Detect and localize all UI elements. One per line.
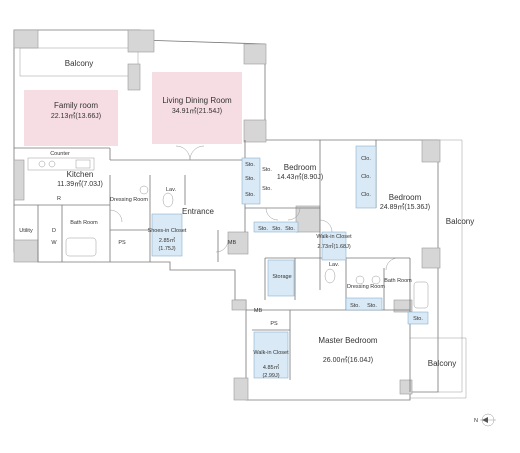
kitchen-label: Kitchen [67,170,94,179]
master-bedroom-label: Master Bedroom [318,336,377,345]
ps-2-label: PS [270,321,278,327]
lav-2-label: Lav. [329,262,339,268]
living-dining-area: 34.91㎡(21.54J) [172,107,222,115]
clo-label: Clo. [361,192,371,198]
sto-label: Sto. [258,226,268,232]
balcony-right-label: Balcony [446,217,474,226]
sto-label: Sto. [262,186,272,192]
compass-icon: N [474,413,496,427]
sto-label: Sto. [413,316,423,322]
interior-walls [14,140,411,392]
living-dining-label: Living Dining Room [162,96,232,105]
walk-in-closet-2-area: 4.85㎡ [263,363,280,371]
sto-label: Sto. [262,167,272,173]
walk-in-closet-1-area: 2.73㎡(1.68J) [317,242,350,250]
top-balcony-outline [19,47,139,77]
walk-in-closet-2-label: Walk-in Closet [253,350,289,356]
utility-label: Utility [19,228,33,234]
sto-label: Sto. [285,226,295,232]
dressing-room-1-label: Dressing Room [110,197,148,203]
walk-in-closet-1-label: Walk-in Closet [316,234,352,240]
sto-label: Sto. [245,162,255,168]
sto-label: Sto. [245,176,255,182]
bedroom-1-area: 14.43㎡(8.90J) [277,173,323,181]
fixtures [27,145,429,309]
sto-label: Sto. [350,303,360,309]
closet-areas [151,145,429,379]
d-mark: D [52,228,56,234]
bedroom-2-area: 24.89㎡(15.36J) [380,203,430,211]
entrance-label: Entrance [182,207,215,216]
master-bedroom-area: 26.00㎡(16.04J) [323,356,373,364]
counter-label: Counter [50,151,70,157]
mb-1-label: MB [228,240,237,246]
balcony-bottom-label: Balcony [428,359,456,368]
w-mark: W [51,240,57,246]
clo-label: Clo. [361,174,371,180]
bedroom-2-label: Bedroom [389,193,422,202]
wall-columns [13,29,441,401]
kitchen-area: 11.39㎡(7.03J) [57,180,103,188]
clo-label: Clo. [361,156,371,162]
family-room-area: 22.13㎡(13.66J) [51,112,101,120]
ps-1-label: PS [118,240,126,246]
family-room-highlight [24,90,118,146]
sto-label: Sto. [367,303,377,309]
bath-room-2-label: Bath Room [384,278,412,284]
balcony-top-label: Balcony [65,59,93,68]
living-room-highlight [152,72,242,144]
bath-room-1-label: Bath Room [70,220,98,226]
walk-in-closet-2-area2: (2.99J) [262,373,279,379]
storage-label: Storage [272,274,291,280]
shoes-closet-area2: (1.75J) [158,246,175,252]
lav-1-label: Lav. [166,187,176,193]
compass-label: N [474,418,478,424]
shoes-closet-label: Shoes-in Closet [148,228,187,234]
sto-label: Sto. [245,192,255,198]
shoes-closet-area: 2.85㎡ [159,236,176,244]
family-room-label: Family room [54,101,98,110]
dressing-room-2-label: Dressing Room [347,284,385,290]
bedroom-1-label: Bedroom [284,163,317,172]
r-mark: R [57,196,61,202]
mb-2-label: MB [254,308,263,314]
sto-label: Sto. [272,226,282,232]
